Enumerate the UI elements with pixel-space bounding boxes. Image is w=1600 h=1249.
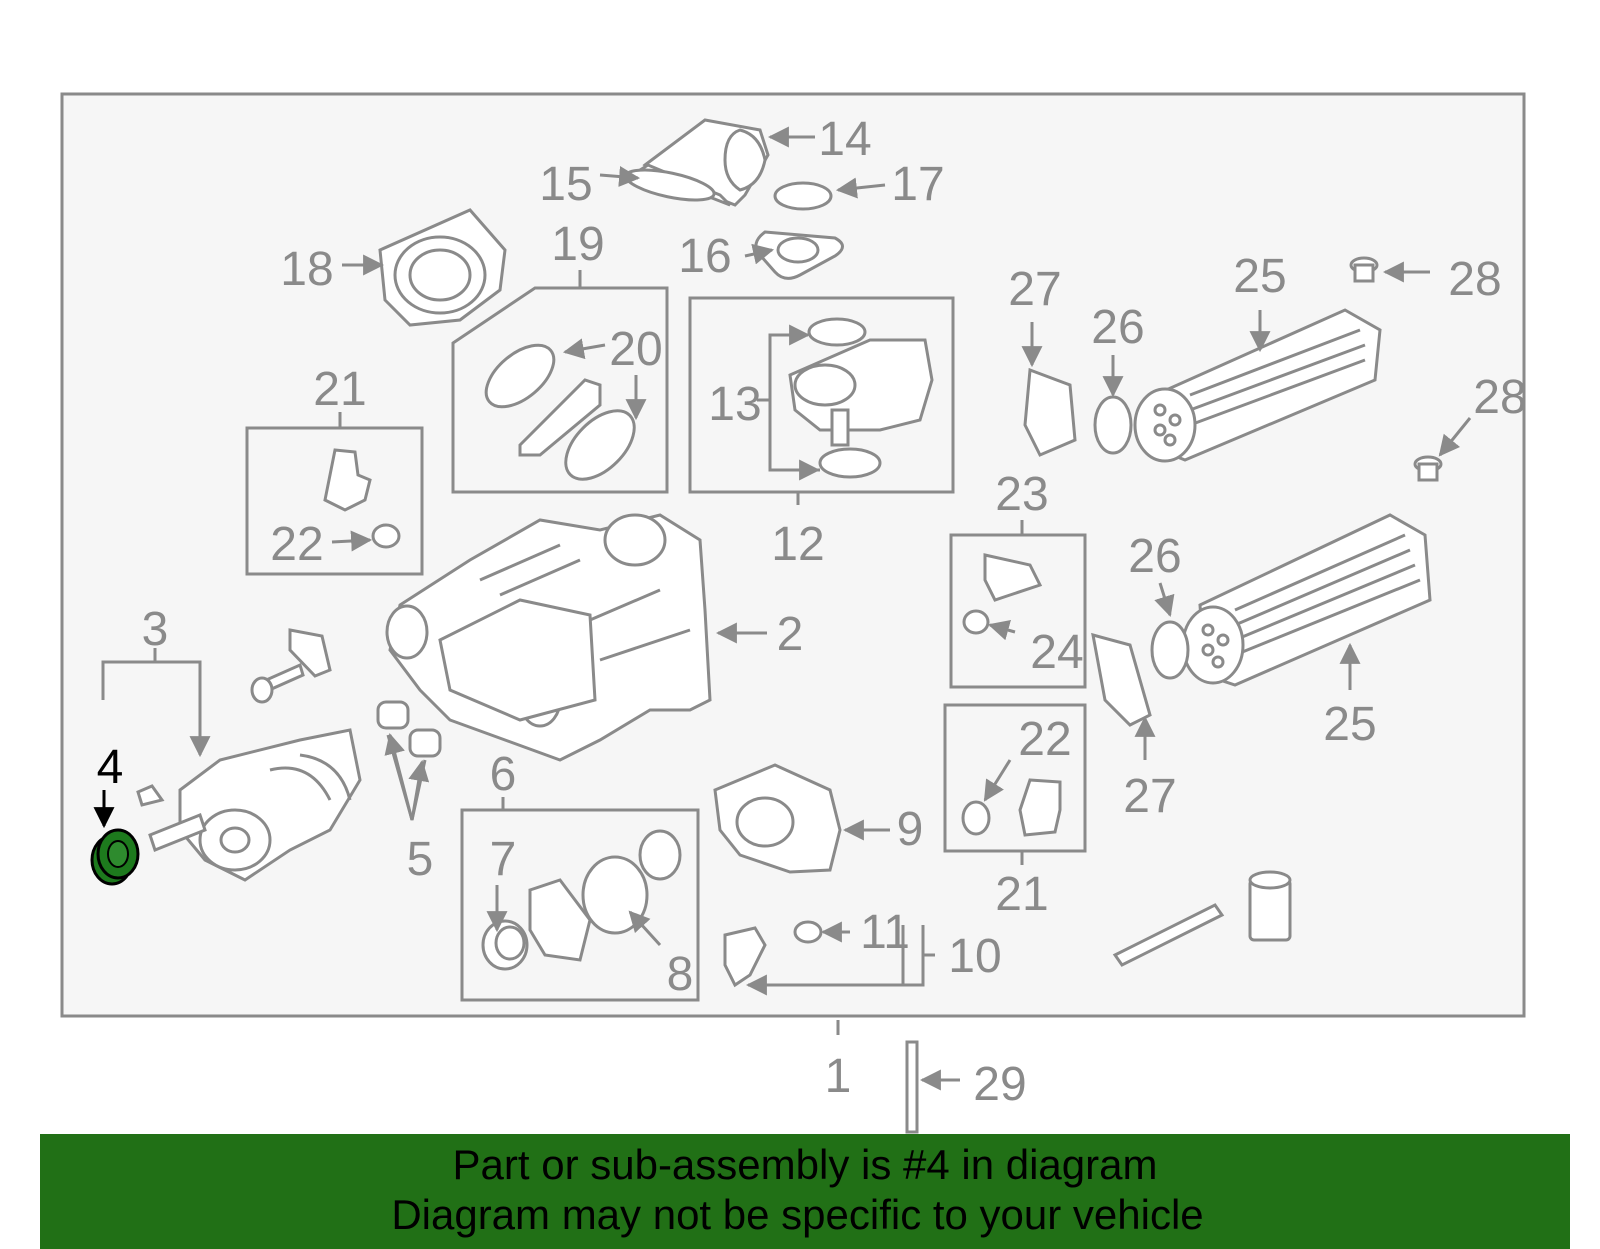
callout-22b: 22: [1018, 713, 1071, 766]
callout-13: 13: [708, 378, 761, 431]
oring-17: [773, 181, 833, 211]
box-6: [460, 808, 700, 1002]
supercharger-2: [385, 513, 712, 762]
banner-line-2: Diagram may not be specific to your vehi…: [391, 1191, 1204, 1238]
pulley-assembly-3: [148, 728, 362, 882]
flange-16: [754, 230, 844, 280]
callout-10: 10: [948, 930, 1001, 983]
throttle-body: [788, 338, 934, 447]
gasket-27a: [1023, 367, 1077, 457]
callout-25b: 25: [1323, 698, 1376, 751]
seal-part-4: [90, 828, 140, 886]
sensor-21a: [323, 448, 372, 512]
info-banner: Part or sub-assembly is #4 in diagram Di…: [40, 1134, 1570, 1249]
oring-13a: [807, 317, 867, 347]
callout-18: 18: [280, 243, 333, 296]
callout-16: 16: [678, 230, 731, 283]
filter-can: [1248, 870, 1292, 942]
callout-11: 11: [860, 906, 910, 959]
callout-12: 12: [771, 518, 824, 571]
callout-5: 5: [407, 833, 434, 886]
tube: [1112, 903, 1225, 967]
oring-13b: [818, 447, 882, 479]
callout-1: 1: [825, 1050, 852, 1103]
box-21-top: [245, 426, 424, 576]
box-19: [451, 286, 669, 494]
callout-27a: 27: [1008, 263, 1061, 316]
box-12: [688, 296, 955, 494]
housing-6: [528, 878, 592, 962]
oring-22a: [371, 523, 401, 549]
sensor-21b: [1018, 778, 1062, 837]
plug-28b: [1413, 455, 1443, 482]
oring-11: [793, 920, 823, 944]
callout-15: 15: [539, 158, 592, 211]
callout-3: 3: [142, 603, 169, 656]
bracket-3: [101, 660, 202, 750]
sensor-23: [983, 553, 1043, 602]
callout-8: 8: [667, 948, 694, 1001]
oring-24: [962, 609, 990, 635]
callout-4: 4: [97, 741, 124, 794]
bushings-5: [376, 700, 442, 758]
plug-28a: [1349, 256, 1379, 283]
box-23: [949, 533, 1087, 689]
callout-7: 7: [490, 833, 517, 886]
callout-17: 17: [891, 158, 944, 211]
oring-20a: [484, 343, 556, 409]
callout-28a: 28: [1448, 253, 1501, 306]
callout-19: 19: [551, 218, 604, 271]
intercooler-25-lower: [1181, 513, 1432, 687]
callout-14: 14: [818, 113, 871, 166]
stud-29: [905, 1040, 919, 1134]
callout-26a: 26: [1091, 301, 1144, 354]
housing-18: [378, 208, 507, 327]
bolt: [250, 662, 305, 704]
pulley-7: [481, 919, 529, 971]
callout-24: 24: [1030, 626, 1083, 679]
callout-26b: 26: [1128, 530, 1181, 583]
small-clip: [136, 784, 165, 807]
callout-6: 6: [490, 748, 517, 801]
oring-26a: [1093, 395, 1133, 455]
housing-9: [713, 763, 842, 874]
oring-26b: [1150, 620, 1190, 680]
callout-29: 29: [973, 1058, 1026, 1111]
intercooler-25-upper: [1133, 308, 1382, 463]
flange-20: [518, 378, 602, 457]
oring-22b: [961, 800, 991, 836]
callout-28b: 28: [1473, 371, 1526, 424]
callout-9: 9: [897, 803, 924, 856]
banner-line-1: Part or sub-assembly is #4 in diagram: [452, 1141, 1158, 1188]
callout-20: 20: [609, 323, 662, 376]
ring-8b: [638, 829, 682, 881]
callout-22a: 22: [270, 518, 323, 571]
callout-27b: 27: [1123, 770, 1176, 823]
plate: [288, 628, 332, 678]
box-21-bottom: [943, 703, 1087, 853]
callout-21b: 21: [995, 868, 1048, 921]
callout-23: 23: [995, 468, 1048, 521]
callout-21a: 21: [313, 363, 366, 416]
callout-2: 2: [777, 608, 804, 661]
callout-25a: 25: [1233, 250, 1286, 303]
